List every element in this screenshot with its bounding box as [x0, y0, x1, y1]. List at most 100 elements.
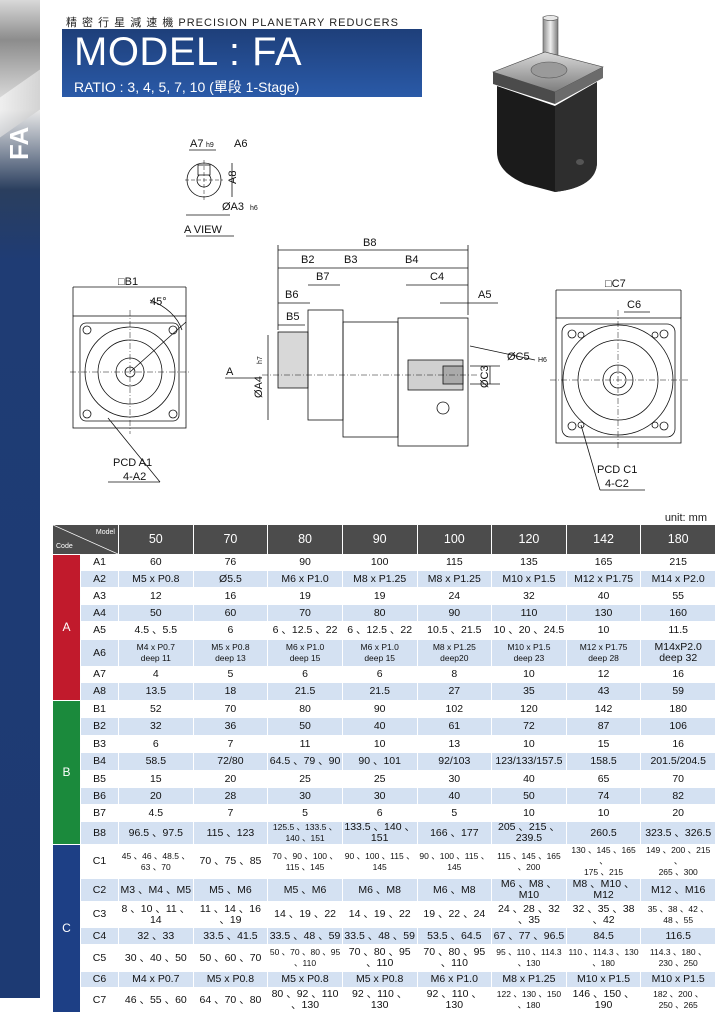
dimension-table: Model Code 50 70 80 90 100 120 142 180 A…: [52, 524, 716, 1013]
label-arrow-a: A: [226, 366, 234, 378]
model-header: 142: [565, 524, 642, 555]
value-cell: M6 、M8: [341, 878, 418, 902]
value-cell: Ø5.5: [192, 570, 269, 588]
value-cell: 165: [565, 554, 642, 571]
value-cell: 95 、110 、114.3 、130: [491, 944, 567, 972]
value-cell: 201.5/204.5: [640, 752, 716, 771]
value-cell: 90 、101: [341, 752, 418, 771]
value-cell: 12: [565, 666, 642, 683]
label-b3: B3: [344, 254, 357, 266]
value-cell: 32: [118, 717, 194, 736]
label-4-a2: 4-A2: [123, 471, 146, 483]
value-cell: 32 、35 、38 、42: [565, 901, 642, 928]
value-cell: 115 、123: [192, 821, 269, 845]
corner-diagonal: [53, 525, 118, 554]
value-cell: 87: [565, 717, 642, 736]
value-cell: M6 x P1.0 deep 15: [267, 639, 343, 667]
value-cell: 19 、22 、24: [416, 901, 493, 928]
value-cell: 27: [416, 682, 493, 701]
value-cell: M3 、M4 、M5: [118, 878, 194, 902]
value-cell: 8 、10 、11 、14: [118, 901, 194, 928]
label-4-c2: 4-C2: [605, 478, 629, 490]
value-cell: 30 、40 、50: [118, 944, 194, 972]
value-cell: 10.5 、21.5: [416, 621, 493, 640]
value-cell: 50: [491, 787, 567, 805]
code-cell: A3: [80, 587, 119, 605]
label-pcd-a1: PCD A1: [113, 457, 152, 469]
value-cell: 4: [118, 666, 194, 683]
code-cell: B4: [80, 752, 119, 771]
reducer-product-image: [492, 15, 604, 192]
model-header: 70: [192, 524, 269, 555]
value-cell: 110: [491, 604, 567, 622]
value-cell: 5: [416, 804, 493, 822]
value-cell: M5 x P0.8: [341, 971, 418, 988]
value-cell: M6 、M8: [416, 878, 493, 902]
value-cell: 40: [416, 787, 493, 805]
value-cell: 135: [491, 554, 567, 571]
value-cell: 60: [192, 604, 269, 622]
group-label: A: [52, 554, 81, 701]
value-cell: 53.5 、64.5: [416, 927, 493, 945]
value-cell: 92 、110 、130: [416, 987, 493, 1013]
value-cell: 158.5: [565, 752, 642, 771]
value-cell: 45 、46 、48.5 、 63 、70: [118, 844, 194, 879]
code-cell: A5: [80, 621, 119, 640]
value-cell: 40: [341, 717, 418, 736]
value-cell: 122 、130 、150 、180: [491, 987, 567, 1013]
value-cell: M6 x P1.0 deep 15: [341, 639, 418, 667]
value-cell: M5 、M6: [192, 878, 269, 902]
label-b8: B8: [363, 237, 376, 249]
a-view: A7 h9 A6 A8 ØA3 h6 A VIEW: [184, 138, 258, 237]
value-cell: 59: [640, 682, 716, 701]
value-cell: 65: [565, 770, 642, 788]
value-cell: 10: [565, 621, 642, 640]
value-cell: 90: [267, 554, 343, 571]
value-cell: M6 、M8 、M10: [491, 878, 567, 902]
value-cell: 30: [341, 787, 418, 805]
code-cell: A4: [80, 604, 119, 622]
code-cell: C1: [80, 844, 119, 879]
value-cell: M12 x P1.75: [565, 570, 642, 588]
value-cell: M8 x P1.25 deep20: [416, 639, 493, 667]
label-a3: ØA3: [222, 201, 244, 213]
value-cell: M6 x P1.0: [267, 570, 343, 588]
value-cell: M5 x P0.8: [267, 971, 343, 988]
value-cell: 142: [565, 700, 642, 718]
value-cell: 4.5: [118, 804, 194, 822]
value-cell: 13.5: [118, 682, 194, 701]
code-cell: C5: [80, 944, 119, 972]
value-cell: 10: [491, 666, 567, 683]
side-view: B8 B2 B3 B4 B7 C4 B6 A5 B5 A ØA4 h7 ØC5 …: [225, 237, 547, 447]
value-cell: 146 、150 、190: [565, 987, 642, 1013]
label-b7: B7: [316, 271, 329, 283]
value-cell: 100: [341, 554, 418, 571]
value-cell: 70 、75 、85: [192, 844, 269, 879]
code-cell: A8: [80, 682, 119, 701]
value-cell: M12 x P1.75 deep 28: [565, 639, 642, 667]
value-cell: 80 、92 、110 、130: [267, 987, 343, 1013]
value-cell: 15: [118, 770, 194, 788]
value-cell: M5 x P0.8 deep 13: [192, 639, 269, 667]
value-cell: 182 、200 、 250 、265: [640, 987, 716, 1013]
label-a4: ØA4: [253, 376, 265, 398]
value-cell: M8 x P1.25: [416, 570, 493, 588]
value-cell: 76: [192, 554, 269, 571]
value-cell: 130: [565, 604, 642, 622]
value-cell: 18: [192, 682, 269, 701]
value-cell: 6: [341, 666, 418, 683]
value-cell: 33.5 、41.5: [192, 927, 269, 945]
model-header: 80: [267, 524, 343, 555]
value-cell: 215: [640, 554, 716, 571]
value-cell: 6: [341, 804, 418, 822]
